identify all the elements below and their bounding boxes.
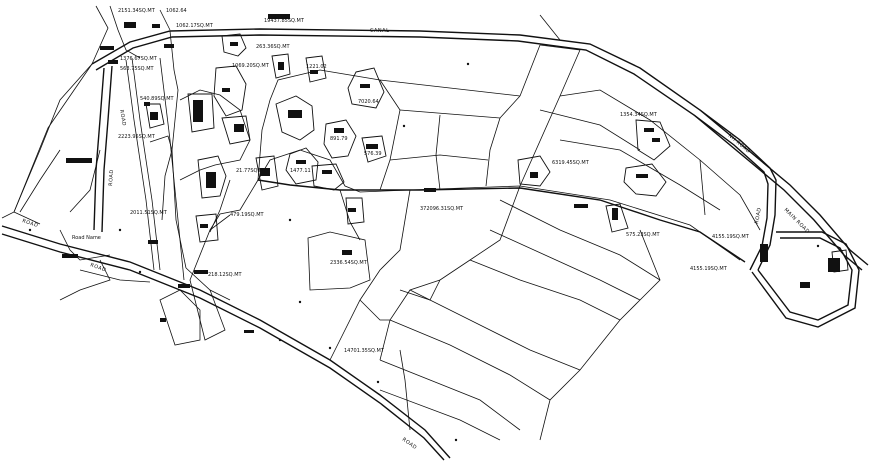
boundary-lines [1, 5, 761, 441]
label-area-540: 540.89SQ.MT [140, 96, 175, 102]
right-road [693, 109, 860, 328]
label-area-1062a: 1062.64 [166, 8, 187, 14]
label-area-891: 891.79 [330, 136, 348, 142]
label-area-575: 575.23SQ.MT [626, 232, 661, 238]
label-road-v1: ROAD [108, 169, 115, 186]
label-area-576: 576.39 [364, 151, 382, 157]
label-area-19437: 19437.85SQ.MT [264, 18, 305, 24]
area-labels: 2151.34SQ.MT 1062.64 19437.85SQ.MT 1062.… [72, 8, 750, 354]
main-road [1, 225, 451, 461]
label-area-2011: 2011.51SQ.MT [130, 210, 168, 216]
label-area-4155b: 4155.19SQ.MT [690, 266, 728, 272]
label-road-name: Road Name [72, 235, 101, 241]
label-area-1376: 1376.67SQ.MT [120, 56, 158, 62]
label-road-v2: ROAD [118, 109, 127, 126]
small-plots [145, 33, 849, 273]
canal [91, 28, 869, 271]
label-area-2151: 2151.34SQ.MT [118, 8, 156, 14]
internal-track [257, 179, 746, 263]
label-area-21: 21.77SQ.MT [236, 168, 267, 174]
label-road-bottom: ROAD [401, 437, 418, 451]
building-markers [62, 14, 840, 333]
label-area-218: 218.12SQ.MT [208, 272, 243, 278]
label-area-6319: 6319.45SQ.MT [552, 160, 590, 166]
label-road-right2: ROAD [754, 207, 763, 224]
left-vertical-roads [93, 57, 185, 281]
label-area-2336: 2336.54SQ.MT [330, 260, 368, 266]
label-area-263: 263.36SQ.MT [256, 44, 291, 50]
label-road-right3: MAIN ROAD [783, 207, 811, 235]
label-road-left: ROAD [21, 218, 39, 229]
label-canal: CANAL [370, 28, 389, 34]
label-area-1221: 1221.02 [306, 64, 327, 70]
label-area-14701: 14701.35SQ.MT [344, 348, 385, 354]
label-area-4155: 4155.19SQ.MT [712, 234, 750, 240]
survey-points [28, 62, 820, 442]
label-area-563: 563.75SQ.MT [120, 66, 155, 72]
label-area-1062b: 1062.17SQ.MT [176, 23, 214, 29]
label-area-1069: 1069.20SQ.MT [232, 63, 270, 69]
label-area-1354: 1354.34SQ.MT [620, 112, 658, 118]
label-area-479: 479.19SQ.MT [230, 212, 265, 218]
label-area-2223: 2223.95SQ.MT [118, 134, 156, 140]
label-area-1477: 1477.11 [290, 168, 311, 174]
label-area-7020: 7020.64 [358, 99, 379, 105]
label-area-372096: 372096.31SQ.MT [420, 206, 464, 212]
label-road-main: ROAD [89, 262, 107, 273]
